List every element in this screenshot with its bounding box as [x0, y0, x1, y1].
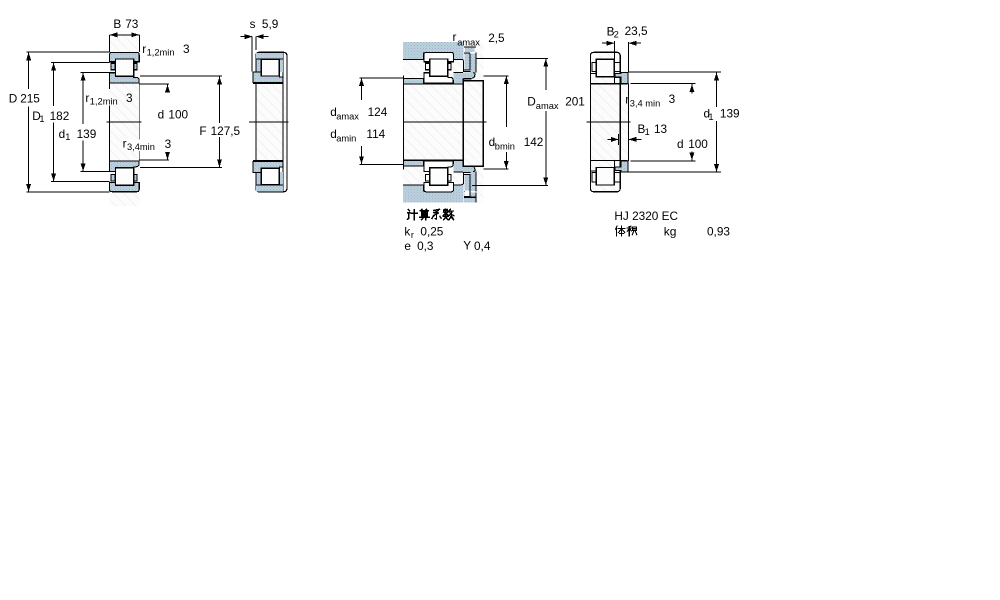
svg-text:3: 3 — [126, 91, 133, 105]
svg-text:B: B — [638, 122, 646, 136]
svg-text:5,9: 5,9 — [262, 17, 278, 31]
svg-text:73: 73 — [125, 17, 139, 31]
svg-text:r: r — [625, 93, 629, 107]
svg-text:100: 100 — [168, 107, 188, 121]
svg-text:amax: amax — [336, 111, 359, 121]
svg-text:3: 3 — [165, 137, 172, 151]
svg-text:r: r — [411, 230, 414, 240]
svg-text:r: r — [123, 137, 127, 151]
svg-text:3: 3 — [669, 92, 676, 106]
svg-text:114: 114 — [366, 127, 385, 141]
svg-text:r: r — [85, 91, 89, 105]
svg-text:1: 1 — [645, 127, 650, 137]
svg-text:142: 142 — [524, 135, 544, 149]
svg-text:HJ 2320 EC: HJ 2320 EC — [614, 209, 678, 223]
svg-text:127,5: 127,5 — [211, 124, 241, 138]
svg-text:amin: amin — [336, 133, 356, 143]
svg-text:182: 182 — [50, 109, 70, 123]
svg-text:23,5: 23,5 — [625, 24, 648, 38]
svg-text:B: B — [113, 17, 121, 31]
svg-text:d: d — [489, 135, 496, 149]
svg-text:d: d — [330, 127, 337, 141]
svg-text:r: r — [453, 30, 457, 44]
svg-text:0,3: 0,3 — [417, 239, 434, 253]
svg-text:d: d — [677, 137, 684, 151]
svg-text:139: 139 — [77, 127, 97, 141]
svg-text:kg: kg — [664, 225, 677, 239]
svg-text:2: 2 — [614, 30, 619, 40]
svg-text:d: d — [59, 127, 66, 141]
svg-text:amax: amax — [457, 37, 480, 47]
svg-text:s: s — [250, 17, 256, 31]
svg-text:3,4 min: 3,4 min — [630, 98, 661, 108]
svg-text:r: r — [142, 42, 146, 56]
svg-text:F: F — [199, 124, 206, 138]
svg-text:215: 215 — [20, 91, 40, 105]
svg-text:1,2min: 1,2min — [147, 47, 175, 57]
svg-text:3,4min: 3,4min — [127, 142, 155, 152]
svg-text:13: 13 — [654, 122, 668, 136]
svg-text:124: 124 — [368, 105, 388, 119]
svg-text:201: 201 — [565, 94, 585, 108]
svg-text:amax: amax — [536, 101, 559, 111]
svg-text:B: B — [607, 25, 615, 39]
svg-text:d: d — [704, 107, 711, 121]
svg-text:bmin: bmin — [495, 141, 515, 151]
svg-text:0,25: 0,25 — [420, 225, 443, 239]
svg-text:1,2min: 1,2min — [90, 96, 118, 106]
svg-text:D: D — [9, 91, 18, 105]
svg-text:k: k — [404, 225, 410, 239]
svg-text:1: 1 — [708, 112, 713, 122]
svg-text:1: 1 — [65, 132, 70, 142]
svg-text:0,4: 0,4 — [474, 239, 491, 253]
svg-text:100: 100 — [688, 137, 708, 151]
svg-text:3: 3 — [183, 42, 190, 56]
svg-text:139: 139 — [720, 107, 740, 121]
svg-text:2,5: 2,5 — [488, 31, 505, 45]
svg-text:0,93: 0,93 — [707, 225, 730, 239]
svg-text:D: D — [32, 109, 41, 123]
svg-text:e: e — [404, 239, 411, 253]
svg-text:1: 1 — [39, 114, 44, 124]
svg-text:Y: Y — [463, 239, 471, 253]
svg-text:d: d — [330, 105, 337, 119]
svg-text:D: D — [527, 94, 536, 108]
svg-text:d: d — [158, 107, 165, 121]
